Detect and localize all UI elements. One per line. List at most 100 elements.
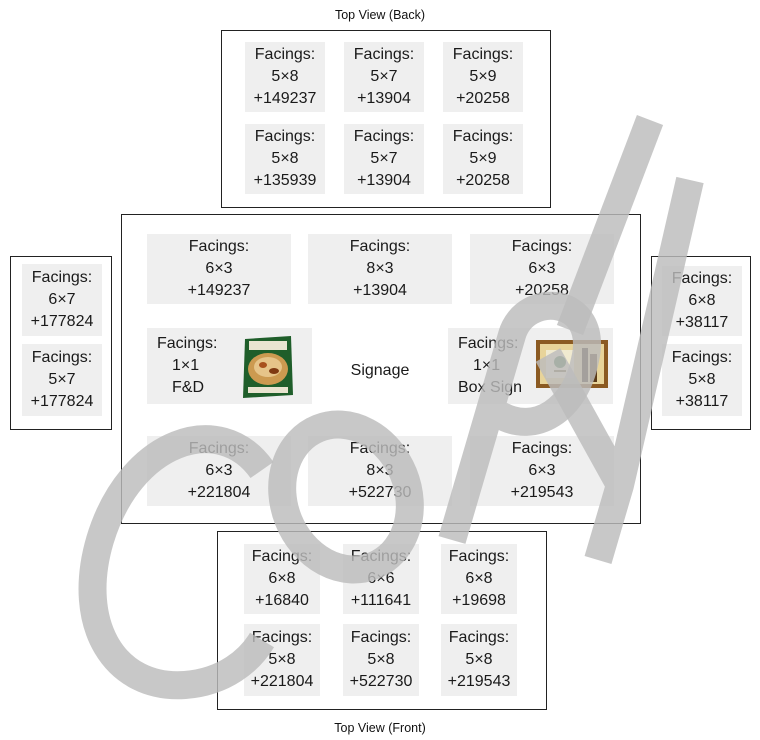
back-shelf-frame xyxy=(221,30,551,208)
facings-code: +177824 xyxy=(30,393,94,410)
front-shelf-cell: Facings: 5×8 +219543 xyxy=(441,624,517,696)
facings-code: +522730 xyxy=(348,484,412,501)
facings-dims: 6×8 xyxy=(268,570,296,587)
facings-label: Facings: xyxy=(349,440,411,457)
facings-dims: 5×8 xyxy=(271,68,299,85)
front-shelf-cell: Facings: 6×6 +111641 xyxy=(343,544,419,614)
facings-label: Facings: xyxy=(188,440,250,457)
box-sign-cell: Facings: 1×1 Box Sign xyxy=(448,328,613,404)
facings-code: +13904 xyxy=(357,172,411,189)
facings-label: Facings: xyxy=(353,46,415,63)
facings-code: +221804 xyxy=(250,673,314,690)
facings-code: +219543 xyxy=(510,484,574,501)
facings-dims: 6×7 xyxy=(48,291,76,308)
center-top-cell: Facings: 6×3 +149237 xyxy=(147,234,291,304)
back-view-caption: Top View (Back) xyxy=(334,8,426,22)
facings-dims: 8×3 xyxy=(366,260,394,277)
facings-code: +219543 xyxy=(447,673,511,690)
facings-dims: 6×3 xyxy=(528,260,556,277)
facings-dims: 5×8 xyxy=(268,651,296,668)
facings-label: Facings: xyxy=(350,548,412,565)
facings-label: Facings: xyxy=(254,128,316,145)
center-bottom-cell: Facings: 6×3 +219543 xyxy=(470,436,614,506)
facings-dims: 6×6 xyxy=(367,570,395,587)
facings-label: Facings: xyxy=(448,629,510,646)
back-shelf-cell: Facings: 5×7 +13904 xyxy=(344,42,424,112)
facings-label: Facings: xyxy=(458,335,519,352)
facings-label: Facings: xyxy=(188,238,250,255)
facings-dims: 1×1 xyxy=(172,357,200,374)
facings-label: Facings: xyxy=(251,629,313,646)
fd-sign-text: Facings: 1×1 F&D xyxy=(157,333,217,399)
facings-dims: 5×8 xyxy=(688,371,716,388)
front-shelf-cell: Facings: 6×8 +16840 xyxy=(244,544,320,614)
back-shelf-cell: Facings: 5×9 +20258 xyxy=(443,42,523,112)
sign-name: F&D xyxy=(172,379,204,396)
facings-code: +522730 xyxy=(349,673,413,690)
facings-dims: 5×9 xyxy=(469,68,497,85)
facings-label: Facings: xyxy=(157,335,218,352)
facings-code: +38117 xyxy=(675,393,729,410)
facings-label: Facings: xyxy=(671,349,733,366)
facings-dims: 5×7 xyxy=(370,150,398,167)
facings-dims: 1×1 xyxy=(473,357,501,374)
facings-code: +221804 xyxy=(187,484,251,501)
front-shelf-cell: Facings: 6×8 +19698 xyxy=(441,544,517,614)
box-sign-image xyxy=(536,340,608,388)
facings-code: +19698 xyxy=(452,592,506,609)
facings-code: +20258 xyxy=(515,282,569,299)
facings-label: Facings: xyxy=(452,46,514,63)
box-sign-text: Facings: 1×1 Box Sign xyxy=(458,333,522,399)
facings-code: +149237 xyxy=(187,282,251,299)
facings-label: Facings: xyxy=(511,440,573,457)
facings-code: +13904 xyxy=(353,282,407,299)
facings-dims: 6×8 xyxy=(688,292,716,309)
facings-label: Facings: xyxy=(31,269,93,286)
back-shelf-cell: Facings: 5×7 +13904 xyxy=(344,124,424,194)
front-shelf-cell: Facings: 5×8 +522730 xyxy=(343,624,419,696)
facings-code: +20258 xyxy=(456,172,510,189)
facings-code: +149237 xyxy=(253,90,317,107)
facings-dims: 6×8 xyxy=(465,570,493,587)
facings-code: +16840 xyxy=(255,592,309,609)
center-bottom-cell: Facings: 6×3 +221804 xyxy=(147,436,291,506)
facings-dims: 5×8 xyxy=(367,651,395,668)
fd-sign-cell: Facings: 1×1 F&D xyxy=(147,328,312,404)
facings-label: Facings: xyxy=(511,238,573,255)
facings-dims: 6×3 xyxy=(205,462,233,479)
right-side-cell: Facings: 6×8 +38117 xyxy=(662,266,742,336)
facings-label: Facings: xyxy=(353,128,415,145)
front-view-caption: Top View (Front) xyxy=(334,721,426,735)
center-top-cell: Facings: 6×3 +20258 xyxy=(470,234,614,304)
facings-dims: 5×8 xyxy=(465,651,493,668)
center-top-cell: Facings: 8×3 +13904 xyxy=(308,234,452,304)
facings-dims: 5×7 xyxy=(370,68,398,85)
left-side-cell: Facings: 5×7 +177824 xyxy=(22,344,102,416)
front-shelf-cell: Facings: 5×8 +221804 xyxy=(244,624,320,696)
facings-dims: 5×8 xyxy=(271,150,299,167)
facings-label: Facings: xyxy=(31,349,93,366)
center-bottom-cell: Facings: 8×3 +522730 xyxy=(308,436,452,506)
facings-dims: 6×3 xyxy=(205,260,233,277)
facings-code: +20258 xyxy=(456,90,510,107)
signage-label: Signage xyxy=(350,362,410,379)
sign-name: Box Sign xyxy=(458,379,523,396)
facings-label: Facings: xyxy=(452,128,514,145)
facings-label: Facings: xyxy=(254,46,316,63)
facings-code: +135939 xyxy=(253,172,317,189)
right-side-cell: Facings: 5×8 +38117 xyxy=(662,344,742,416)
facings-dims: 5×7 xyxy=(48,371,76,388)
back-shelf-cell: Facings: 5×8 +149237 xyxy=(245,42,325,112)
facings-label: Facings: xyxy=(671,270,733,287)
facings-code: +13904 xyxy=(357,90,411,107)
facings-code: +38117 xyxy=(675,314,729,331)
left-side-frame xyxy=(10,256,112,430)
facings-code: +177824 xyxy=(30,313,94,330)
facings-label: Facings: xyxy=(251,548,313,565)
fd-sign-image xyxy=(243,336,293,398)
facings-label: Facings: xyxy=(349,238,411,255)
left-side-cell: Facings: 6×7 +177824 xyxy=(22,264,102,336)
facings-code: +111641 xyxy=(350,592,412,609)
facings-label: Facings: xyxy=(350,629,412,646)
back-shelf-cell: Facings: 5×9 +20258 xyxy=(443,124,523,194)
